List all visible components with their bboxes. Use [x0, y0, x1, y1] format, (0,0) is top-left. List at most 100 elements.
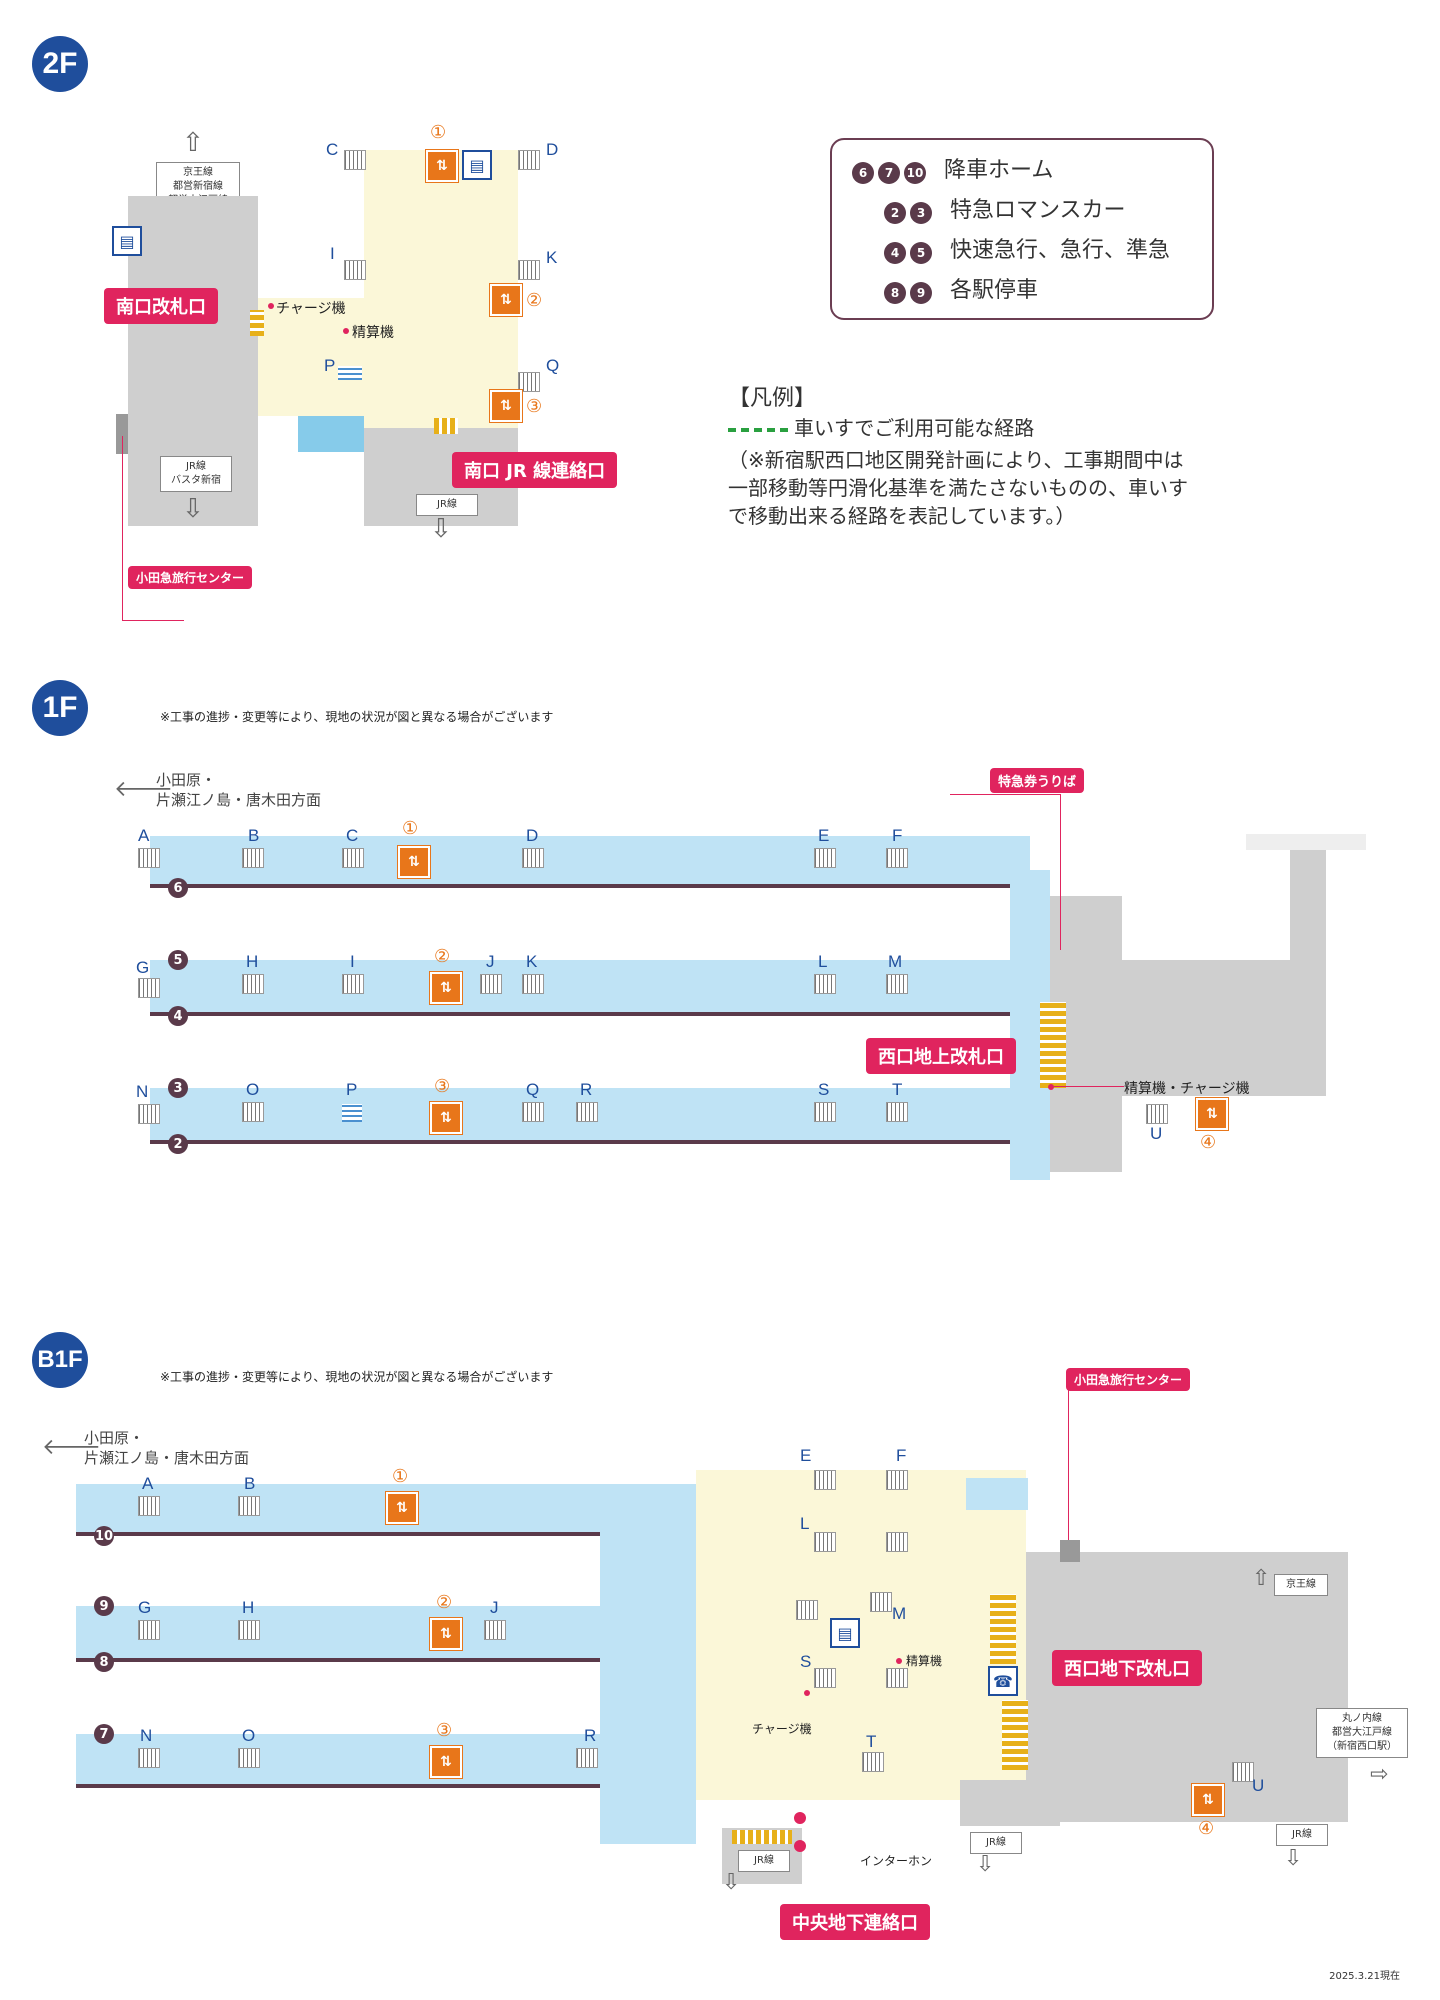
elevator-number: ①: [392, 1466, 409, 1487]
central-under-callout: 中央地下連絡口: [780, 1904, 930, 1940]
platform-row-2: [150, 960, 1010, 1016]
keio-destination: 京王線: [1274, 1574, 1328, 1596]
stair: [576, 1102, 598, 1122]
stair: [484, 1620, 506, 1640]
keio-arrow-icon: ⇧: [1252, 1566, 1271, 1591]
travel-center-leader: [122, 436, 123, 620]
elevator-icon: ⇅: [425, 149, 459, 183]
stair-letter: S: [800, 1652, 812, 1671]
direction-b1f: 小田原・ 片瀬江ノ島・唐木田方面: [84, 1429, 250, 1467]
stair: [242, 848, 264, 868]
west-under-callout: 西口地下改札口: [1052, 1650, 1202, 1686]
stair-letter: N: [140, 1726, 153, 1745]
south-destination: JR線 バスタ新宿: [160, 456, 232, 492]
travel-center-leader: [1068, 1390, 1069, 1542]
stair-letter: O: [242, 1726, 256, 1745]
stair-letter: G: [136, 958, 150, 977]
east-corridor: [1236, 1552, 1348, 1822]
south-gate-gates: [250, 310, 264, 336]
notice-1f: ※工事の進捗・変更等により、現地の状況が図と異なる場合がございます: [160, 710, 554, 724]
stair-letter-u: U: [1150, 1124, 1163, 1143]
jr-gate-gates: [434, 418, 458, 434]
stair-c: [344, 150, 366, 170]
stair-letter-c: C: [326, 140, 339, 159]
travel-center-callout: 小田急旅行センター: [1066, 1368, 1191, 1391]
central-concourse: [696, 1470, 1026, 1800]
ticket-machine-icon: ▤: [462, 150, 492, 180]
south-gate-callout: 南口改札口: [104, 288, 218, 324]
stair: [138, 1748, 160, 1768]
stair: [886, 1532, 908, 1552]
stair-letter: S: [818, 1080, 830, 1099]
fare-charge-dot: [1048, 1084, 1054, 1090]
intercom-icon: ☎: [988, 1666, 1018, 1696]
stair-letter: L: [800, 1514, 810, 1533]
jr-arrow-icon: ⇩: [1284, 1846, 1303, 1871]
intercom-dot: [794, 1840, 806, 1852]
jr-destination-1: JR線: [970, 1832, 1022, 1854]
escalator: [342, 1104, 362, 1122]
note-title: 【凡例】: [728, 386, 817, 411]
charge-machine-dot: [268, 303, 274, 309]
floor-badge-1f: 1F: [32, 680, 88, 736]
ticket-machine-icon: ▤: [112, 226, 142, 256]
marunouchi-arrow-icon: ⇨: [1370, 1762, 1389, 1787]
stair-letter: G: [138, 1598, 152, 1617]
fare-charge-leader: [1054, 1086, 1124, 1087]
direction-arrow-icon: 🡐: [42, 1435, 101, 1460]
stair-letter: Q: [526, 1080, 540, 1099]
stair: [480, 974, 502, 994]
elevator-icon: ⇅: [429, 971, 463, 1005]
stair-letter: T: [892, 1080, 903, 1099]
west-under-gates: [1002, 1700, 1028, 1770]
jr-destination: JR線: [416, 494, 478, 516]
jr-passage: [960, 1780, 1060, 1826]
elevator-icon: ⇅: [397, 845, 431, 879]
jr-destination-2: JR線: [738, 1850, 790, 1872]
stair: [238, 1620, 260, 1640]
travel-center-callout: 小田急旅行センター: [128, 566, 253, 589]
stair-letter: U: [1252, 1776, 1265, 1795]
stair: [576, 1748, 598, 1768]
stair-letter-i: I: [330, 244, 335, 263]
stair: [814, 974, 836, 994]
stair: [138, 1104, 160, 1124]
express-ticket-leader: [950, 794, 1060, 795]
elevator-icon: ⇅: [429, 1745, 463, 1779]
travel-center-leader: [122, 620, 184, 621]
stair-letter: P: [346, 1080, 358, 1099]
stair-d: [518, 150, 540, 170]
elevator-icon: ⇅: [429, 1617, 463, 1651]
south-jr-callout: 南口 JR 線連絡口: [452, 452, 618, 488]
stair-i: [344, 260, 366, 280]
stair-letter: F: [892, 826, 903, 845]
stair-letter-k: K: [546, 248, 558, 267]
stair: [814, 848, 836, 868]
note-line-3: で移動出来る経路を表記しています。）: [728, 504, 1076, 528]
stair: [886, 974, 908, 994]
floor-badge-2f: 2F: [32, 36, 88, 92]
travel-center-box: [116, 414, 128, 454]
stair: [342, 974, 364, 994]
stair-letter: A: [138, 826, 150, 845]
stair: [814, 1102, 836, 1122]
stair: [886, 1668, 908, 1688]
track-number: 6: [168, 878, 188, 898]
elevator-number: ③: [436, 1720, 453, 1741]
track-number: 7: [94, 1724, 114, 1744]
note-line-2: 一部移動等円滑化基準を満たさないものの、車いす: [728, 476, 1188, 500]
elevator-number: ④: [1200, 1132, 1217, 1153]
west-under-gates: [990, 1594, 1016, 1664]
stair: [870, 1592, 892, 1612]
fare-adjust-label: 精算機: [906, 1654, 943, 1668]
stair: [814, 1470, 836, 1490]
platform-row-1: [76, 1484, 636, 1536]
stair: [814, 1532, 836, 1552]
elevator-icon: ⇅: [489, 389, 523, 423]
platform-row-1: [150, 836, 1030, 888]
elevator-icon: ⇅: [489, 283, 523, 317]
express-ticket-callout: 特急券うりば: [990, 768, 1085, 793]
